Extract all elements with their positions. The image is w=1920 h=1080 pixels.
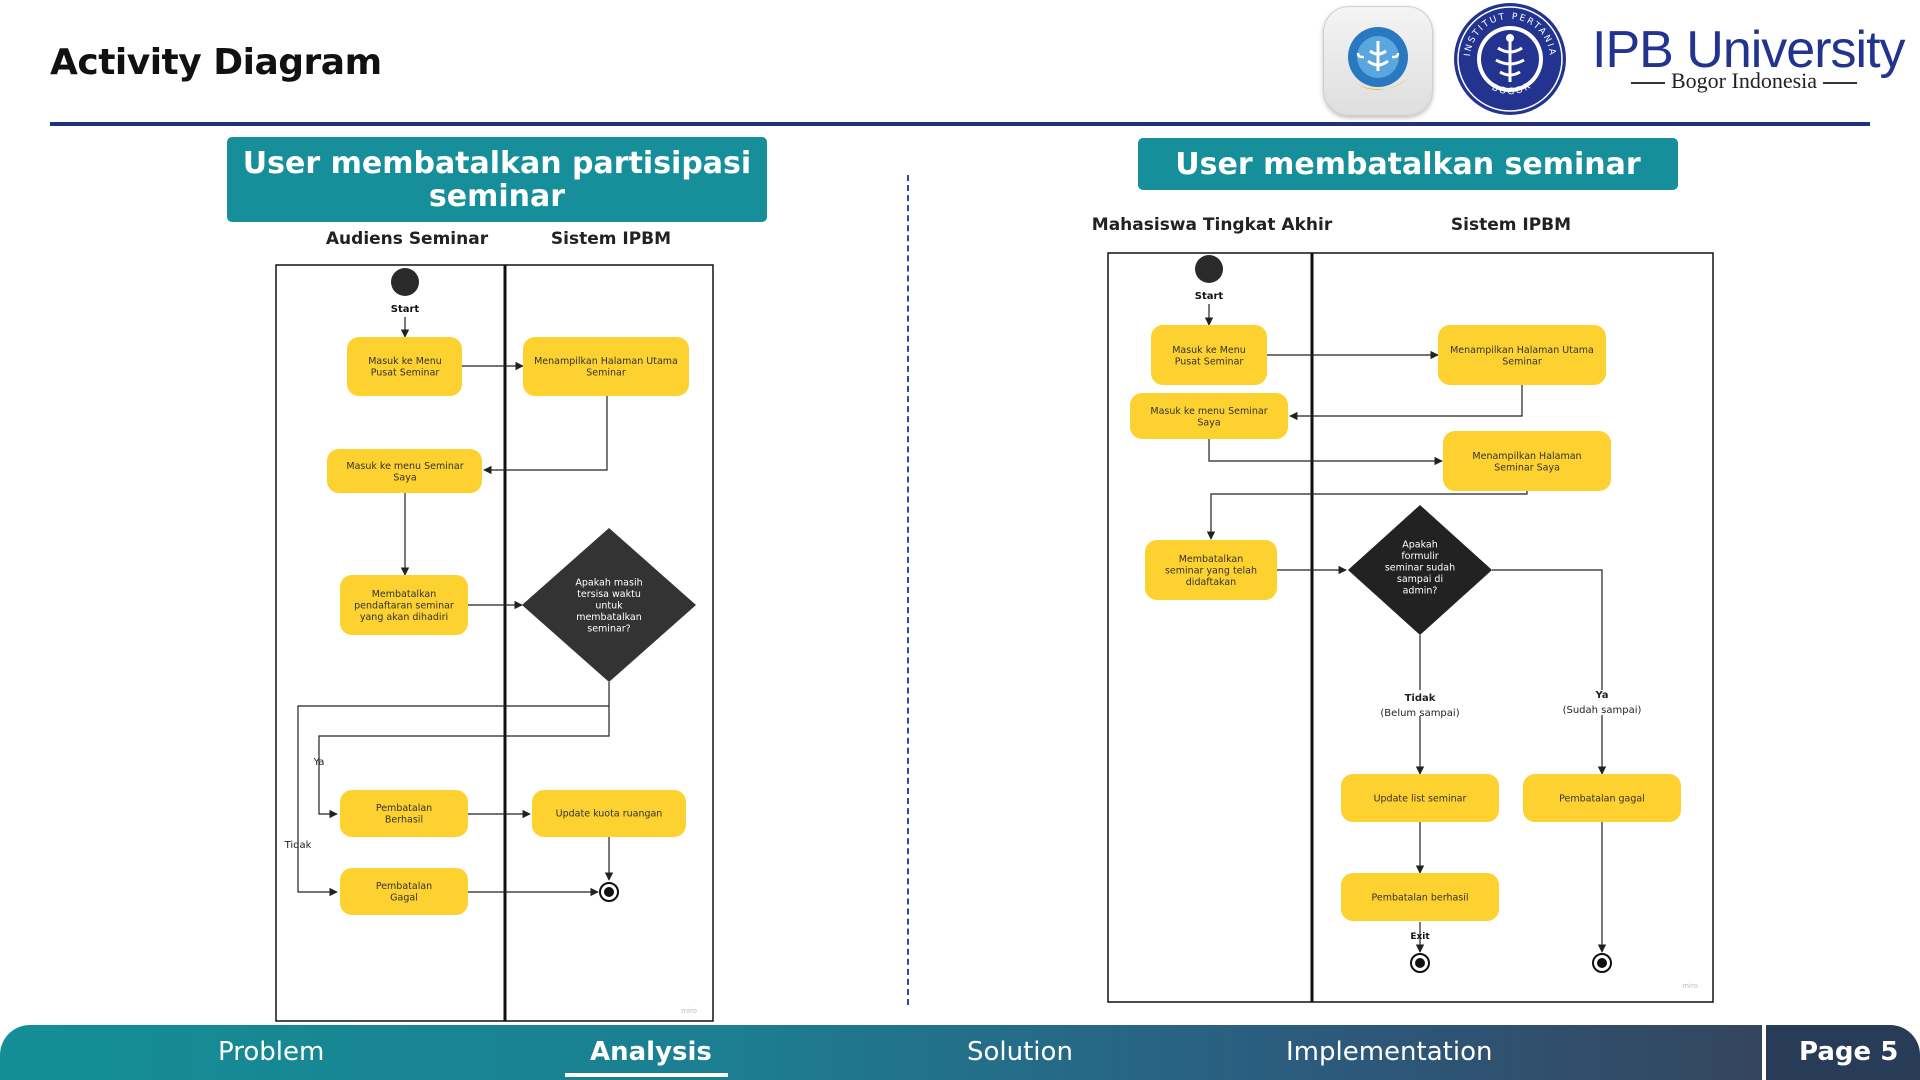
left-watermark: miro	[681, 1007, 697, 1015]
right-node-5	[1145, 540, 1277, 600]
nav-active-underline	[565, 1073, 728, 1077]
right-diagram: Mahasiswa Tingkat Akhir Sistem IPBM Star…	[1092, 215, 1714, 1003]
panel-divider	[907, 175, 909, 1005]
left-lane-label-1: Audiens Seminar	[326, 229, 489, 249]
left-node-2	[523, 337, 689, 396]
right-node-3	[1130, 393, 1288, 439]
right-lane-label-1: Mahasiswa Tingkat Akhir	[1092, 215, 1333, 235]
nav-tab-implementation[interactable]: Implementation	[1286, 1037, 1493, 1067]
left-diagram: Audiens Seminar Sistem IPBM Start Ya Tid…	[275, 229, 714, 1022]
ipb-seal-logo: INSTITUT PERTANIAN BOGOR	[1448, 0, 1568, 118]
app-logo-icon	[1346, 27, 1410, 90]
page-number: Page 5	[1799, 1037, 1899, 1067]
footer-nav-bar	[0, 1025, 1762, 1080]
right-m7-label: Pembatalan gagal	[1559, 794, 1645, 805]
left-start-node	[391, 268, 419, 296]
right-edge-no: Tidak	[1405, 693, 1436, 704]
header-rule	[50, 122, 1870, 126]
left-lane-label-2: Sistem IPBM	[551, 229, 671, 249]
right-swimlane-frame	[1107, 252, 1714, 1003]
left-n6-label: Update kuota ruangan	[556, 809, 663, 820]
right-m8-label: Pembatalan berhasil	[1371, 893, 1468, 904]
nav-tab-problem[interactable]: Problem	[218, 1037, 325, 1067]
footer-page-box	[1766, 1025, 1920, 1080]
right-exit-label: Exit	[1410, 932, 1430, 942]
left-node-5	[340, 790, 468, 837]
left-diagram-banner: User membatalkan partisipasi seminar	[227, 137, 767, 222]
right-node-8	[1341, 873, 1499, 921]
right-node-7	[1523, 774, 1681, 822]
left-node-1	[347, 337, 462, 396]
left-node-4	[340, 575, 468, 635]
right-diagram-banner: User membatalkan seminar	[1138, 138, 1678, 190]
right-node-4	[1443, 431, 1611, 491]
app-logo	[1323, 6, 1433, 116]
right-watermark: miro	[1682, 982, 1698, 990]
right-node-2	[1438, 325, 1606, 385]
right-edge-yes: Ya	[1594, 690, 1608, 701]
nav-tab-analysis[interactable]: Analysis	[590, 1037, 712, 1067]
university-name: IPB University	[1592, 21, 1906, 79]
right-node-6	[1341, 774, 1499, 822]
right-edge-yes-sub: (Sudah sampai)	[1563, 705, 1642, 716]
right-start-node	[1195, 255, 1223, 283]
right-lane-label-2: Sistem IPBM	[1451, 215, 1571, 235]
right-m6-label: Update list seminar	[1374, 794, 1467, 805]
activity-diagrams: Audiens Seminar Sistem IPBM Start Ya Tid…	[275, 215, 1714, 1022]
nav-tab-solution[interactable]: Solution	[967, 1037, 1073, 1067]
right-edge-no-sub: (Belum sampai)	[1380, 708, 1459, 719]
left-node-3	[327, 449, 482, 493]
left-edge-no: Tidak	[284, 840, 312, 851]
right-node-1	[1151, 325, 1267, 385]
left-edge-yes: Ya	[313, 757, 325, 768]
left-start-label: Start	[391, 304, 420, 315]
left-node-6	[532, 790, 686, 837]
university-subtitle: Bogor Indonesia	[1625, 68, 1863, 94]
right-start-label: Start	[1195, 291, 1224, 302]
left-decision	[522, 528, 696, 682]
slide-title: Activity Diagram	[50, 42, 382, 83]
right-decision	[1348, 505, 1492, 635]
left-node-7	[340, 868, 468, 915]
footer-nav: Problem Analysis Solution Implementation…	[0, 1025, 1920, 1080]
left-swimlane-frame	[275, 264, 714, 1022]
